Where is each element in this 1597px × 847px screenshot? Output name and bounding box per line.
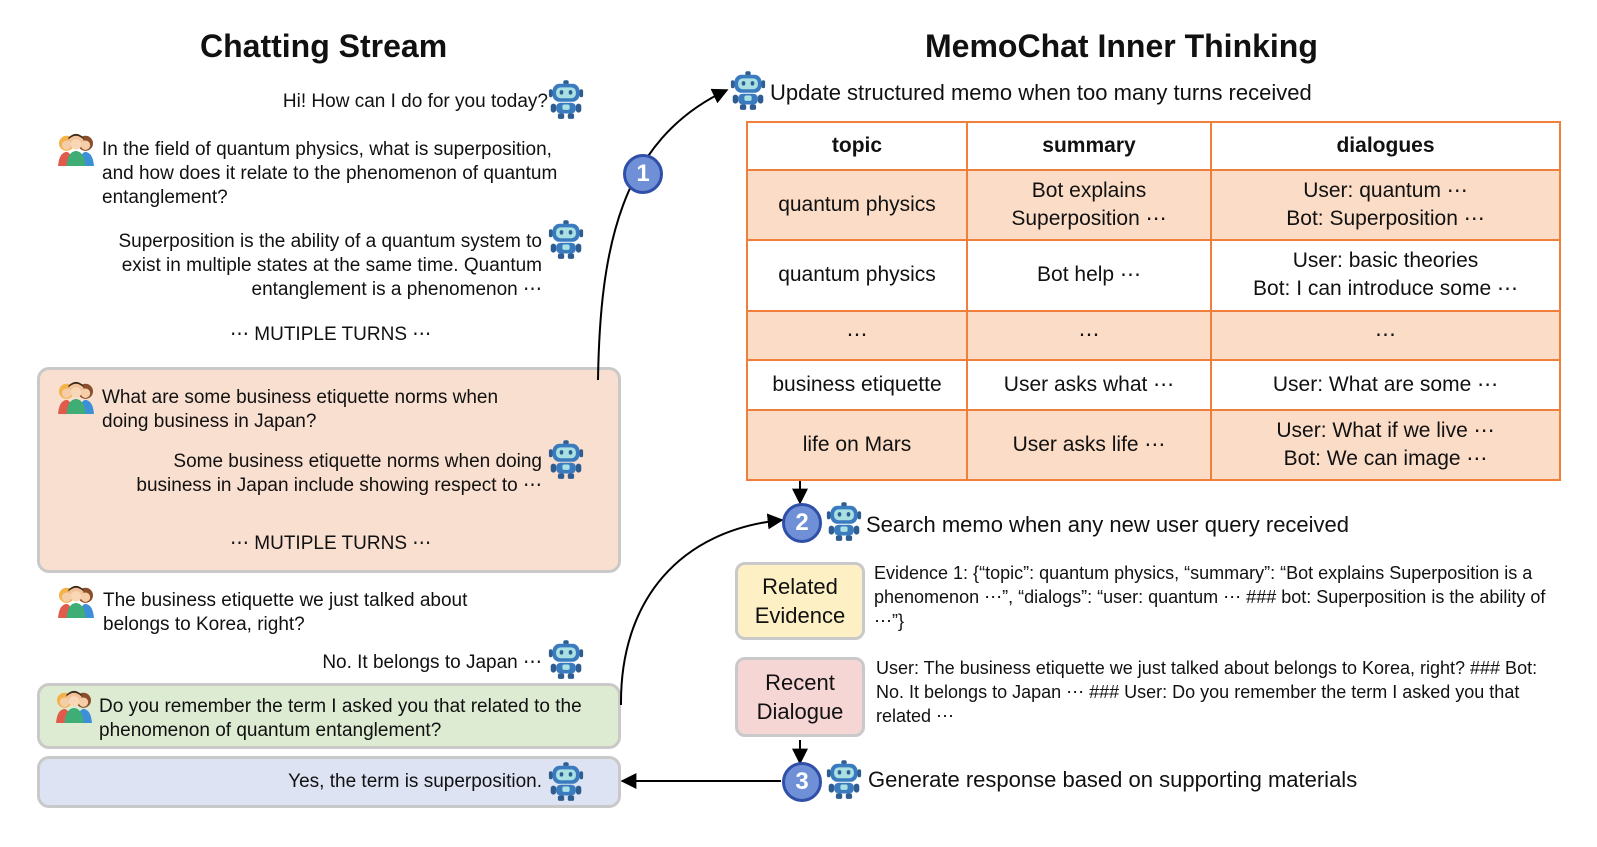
bot-answer-business: Some business etiquette norms when doing…: [136, 451, 542, 496]
memo-cell-dialogues: User: basic theories Bot: I can introduc…: [1210, 239, 1561, 312]
memo-cell-summary: Bot explains Superposition ⋯: [966, 168, 1212, 242]
user-question-quantum: In the field of quantum physics, what is…: [102, 139, 558, 208]
multi-turn-highlight-box: [37, 367, 621, 573]
memo-cell-dialogues: User: What are some ⋯: [1210, 359, 1561, 411]
response-box: [37, 756, 621, 808]
step-1-text: Update structured memo when too many tur…: [770, 80, 1312, 105]
user-question-korea: The business etiquette we just talked ab…: [103, 590, 468, 635]
memo-cell-topic: ⋯: [746, 309, 968, 362]
chatting-stream-title: Chatting Stream: [200, 28, 448, 64]
memo-cell-dialogues: User: quantum ⋯ Bot: Superposition ⋯: [1210, 168, 1561, 242]
memo-header-topic: topic: [746, 121, 968, 171]
robot-icon: [826, 760, 862, 800]
current-query-box: [37, 683, 621, 749]
robot-icon: [730, 71, 766, 111]
step-2-text: Search memo when any new user query rece…: [866, 512, 1350, 537]
memo-row: life on Mars User asks life ⋯ User: What…: [746, 408, 1561, 482]
bot-final-answer: Yes, the term is superposition.: [288, 771, 542, 792]
memo-row: ⋯ ⋯ ⋯: [746, 309, 1561, 362]
arrow-to-step1: [597, 88, 729, 381]
step-3-text: Generate response based on supporting ma…: [868, 767, 1358, 792]
memo-header-dialogues: dialogues: [1210, 121, 1561, 171]
user-question-business: What are some business etiquette norms w…: [102, 387, 499, 432]
step-2-circle: 2: [782, 503, 822, 543]
bot-answer-japan: No. It belongs to Japan ⋯: [322, 652, 542, 673]
multiple-turns-label: ⋯ MUTIPLE TURNS ⋯: [230, 324, 432, 345]
memo-cell-summary: ⋯: [966, 309, 1212, 362]
memochat-inner-thinking-title: MemoChat Inner Thinking: [925, 28, 1318, 64]
multiple-turns-label: ⋯ MUTIPLE TURNS ⋯: [230, 533, 432, 554]
memo-cell-topic: life on Mars: [746, 408, 968, 482]
related-evidence-tag: Related Evidence: [735, 562, 865, 640]
step-3-circle: 3: [782, 762, 822, 802]
robot-icon: [826, 502, 862, 542]
structured-memo-table: topic summary dialogues quantum physics …: [746, 121, 1561, 482]
bot-answer-superposition: Superposition is the ability of a quantu…: [118, 231, 542, 300]
memo-header-summary: summary: [966, 121, 1212, 171]
bot-greeting: Hi! How can I do for you today?: [282, 91, 548, 112]
memo-cell-dialogues: User: What if we live ⋯ Bot: We can imag…: [1210, 408, 1561, 482]
memo-row: business etiquette User asks what ⋯ User…: [746, 359, 1561, 411]
memo-row: quantum physics Bot explains Superpositi…: [746, 168, 1561, 242]
step-1-circle: 1: [623, 154, 663, 194]
memo-row: quantum physics Bot help ⋯ User: basic t…: [746, 239, 1561, 312]
memo-cell-dialogues: ⋯: [1210, 309, 1561, 362]
memo-cell-summary: User asks life ⋯: [966, 408, 1212, 482]
memo-cell-summary: Bot help ⋯: [966, 239, 1212, 312]
memo-cell-topic: quantum physics: [746, 239, 968, 312]
related-evidence-text: Evidence 1: {“topic”: quantum physics, “…: [874, 563, 1546, 631]
recent-dialogue-tag: Recent Dialogue: [735, 657, 865, 737]
memo-cell-topic: business etiquette: [746, 359, 968, 411]
memo-cell-topic: quantum physics: [746, 168, 968, 242]
arrow-to-step2: [619, 513, 784, 706]
recent-dialogue-text: User: The business etiquette we just tal…: [876, 658, 1538, 726]
user-question-term: Do you remember the term I asked you tha…: [99, 696, 582, 741]
memo-cell-summary: User asks what ⋯: [966, 359, 1212, 411]
